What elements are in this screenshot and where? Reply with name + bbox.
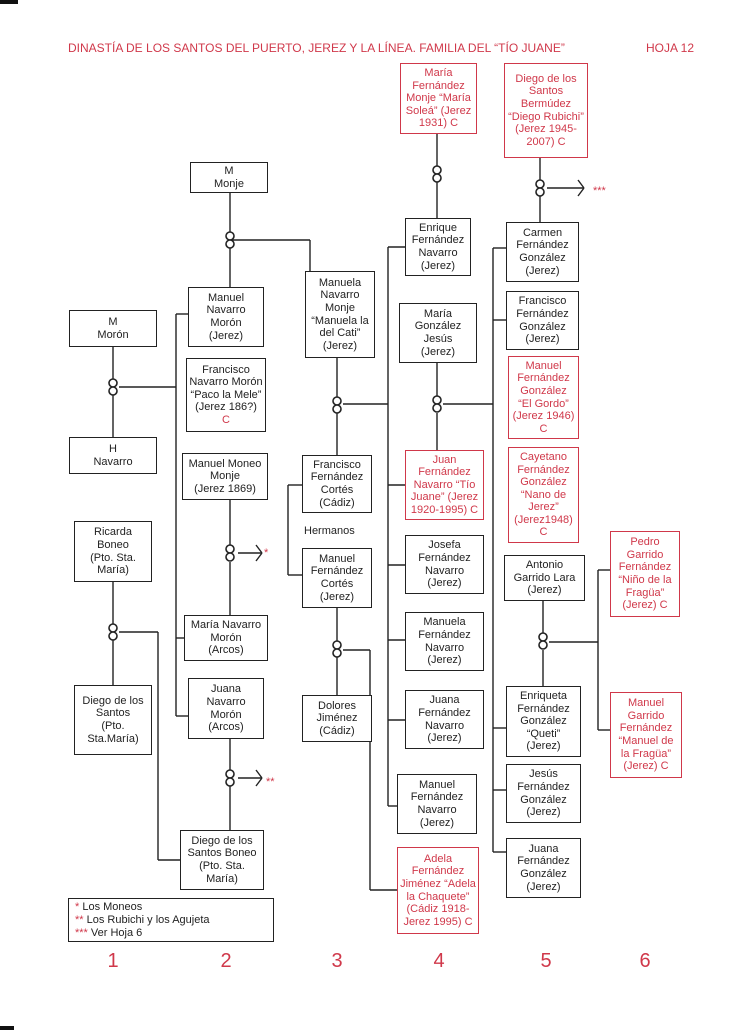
page-title: DINASTÍA DE LOS SANTOS DEL PUERTO, JEREZ… — [68, 41, 565, 55]
person-francisco-navarro-moron: Francisco Navarro Morón “Paco la Mele” (… — [186, 358, 266, 432]
person-manuel-navarro-moron: Manuel Navarro Morón (Jerez) — [188, 287, 264, 347]
scan-corner-mark — [0, 0, 18, 4]
person-manuel-fernandez-navarro: Manuel Fernández Navarro (Jerez) — [397, 774, 477, 834]
page-number: HOJA 12 — [646, 41, 695, 55]
legend-item: * Los Moneos — [75, 901, 143, 913]
person-el-gordo: Manuel Fernández González “El Gordo” (Je… — [508, 356, 579, 439]
legend-item: *** Ver Hoja 6 — [75, 927, 143, 939]
person-nino-de-la-fragua: Pedro Garrido Fernández “Niño de la Frag… — [610, 531, 680, 617]
person-name: Francisco Navarro Morón “Paco la Mele” (… — [189, 363, 263, 414]
siblings-label: Hermanos — [304, 525, 355, 537]
person-m-monje: M Monje — [190, 162, 268, 193]
person-jesus-fernandez-gonzalez: Jesús Fernández González (Jerez) — [506, 764, 581, 823]
person-h-navarro: H Navarro — [69, 437, 157, 474]
person-maria-navarro-moron: María Navarro Morón (Arcos) — [184, 615, 268, 661]
person-josefa-fernandez-navarro: Josefa Fernández Navarro (Jerez) — [405, 535, 484, 594]
person-manuela-navarro-monje: Manuela Navarro Monje “Manuela la del Ca… — [305, 271, 375, 358]
column-number: 1 — [107, 950, 119, 972]
scan-corner-mark — [0, 1026, 14, 1030]
person-ricarda-boneo: Ricarda Boneo (Pto. Sta. María) — [74, 521, 152, 582]
column-number: 4 — [433, 950, 445, 972]
marriage-ring-icon — [432, 395, 442, 413]
person-queti: Enriqueta Fernández González “Queti” (Je… — [506, 686, 581, 757]
person-maria-gonzalez-jesus: María González Jesús (Jerez) — [399, 303, 477, 363]
person-diego-santos-boneo: Diego de los Santos Boneo (Pto. Sta. Mar… — [180, 830, 264, 890]
person-adela-la-chaquete: Adela Fernández Jiménez “Adela la Chaque… — [397, 847, 479, 934]
person-manuela-fernandez-navarro: Manuela Fernández Navarro (Jerez) — [405, 612, 484, 671]
person-francisco-fernandez-cortes: Francisco Fernández Cortés (Cádiz) — [302, 455, 372, 513]
note-rubichi-mark: ** — [266, 776, 275, 788]
marriage-ring-icon — [538, 632, 548, 650]
marriage-ring-icon — [108, 623, 118, 641]
marriage-ring-icon — [332, 396, 342, 414]
legend-item: ** Los Rubichi y los Agujeta — [75, 914, 210, 926]
column-number: 2 — [220, 950, 232, 972]
person-manuel-de-la-fragua: Manuel Garrido Fernández “Manuel de la F… — [610, 692, 682, 778]
marriage-ring-icon — [332, 640, 342, 658]
legend: * Los Moneos ** Los Rubichi y los Agujet… — [68, 898, 274, 942]
person-dolores-jimenez: Dolores Jiménez (Cádiz) — [302, 695, 372, 742]
marriage-ring-icon — [535, 179, 545, 197]
column-number: 5 — [540, 950, 552, 972]
person-m-moron: M Morón — [69, 310, 157, 347]
person-maria-solea: María Fernández Monje “María Soleá” (Jer… — [400, 63, 477, 134]
person-diego-santos-1: Diego de los Santos (Pto. Sta.María) — [74, 685, 152, 755]
person-tio-juane: Juan Fernández Navarro “Tío Juane” (Jere… — [405, 450, 484, 520]
person-juana-navarro-moron: Juana Navarro Morón (Arcos) — [188, 678, 264, 739]
person-enrique-fernandez-navarro: Enrique Fernández Navarro (Jerez) — [405, 218, 471, 276]
person-francisco-fernandez-gonzalez: Francisco Fernández González (Jerez) — [506, 291, 579, 350]
living-marker: C — [222, 413, 230, 426]
marriage-ring-icon — [108, 378, 118, 396]
person-diego-rubichi: Diego de los Santos Bermúdez “Diego Rubi… — [504, 63, 588, 158]
person-nano-de-jerez: Cayetano Fernández González “Nano de Jer… — [508, 447, 579, 543]
person-manuel-moneo: Manuel Moneo Monje (Jerez 1869) — [182, 453, 268, 500]
note-ver-hoja-6-mark: *** — [593, 185, 606, 197]
person-juana-fernandez-navarro: Juana Fernández Navarro (Jerez) — [405, 690, 484, 749]
note-los-moneos-mark: * — [264, 547, 269, 559]
marriage-ring-icon — [432, 165, 442, 183]
marriage-ring-icon — [225, 544, 235, 562]
column-number: 6 — [639, 950, 651, 972]
person-juana-fernandez-gonzalez: Juana Fernández González (Jerez) — [506, 838, 581, 898]
person-carmen-fernandez-gonzalez: Carmen Fernández González (Jerez) — [506, 222, 579, 282]
column-number: 3 — [331, 950, 343, 972]
marriage-ring-icon — [225, 769, 235, 787]
person-antonio-garrido-lara: Antonio Garrido Lara (Jerez) — [504, 555, 585, 601]
marriage-ring-icon — [225, 231, 235, 249]
person-manuel-fernandez-cortes: Manuel Fernández Cortés (Jerez) — [302, 548, 372, 608]
